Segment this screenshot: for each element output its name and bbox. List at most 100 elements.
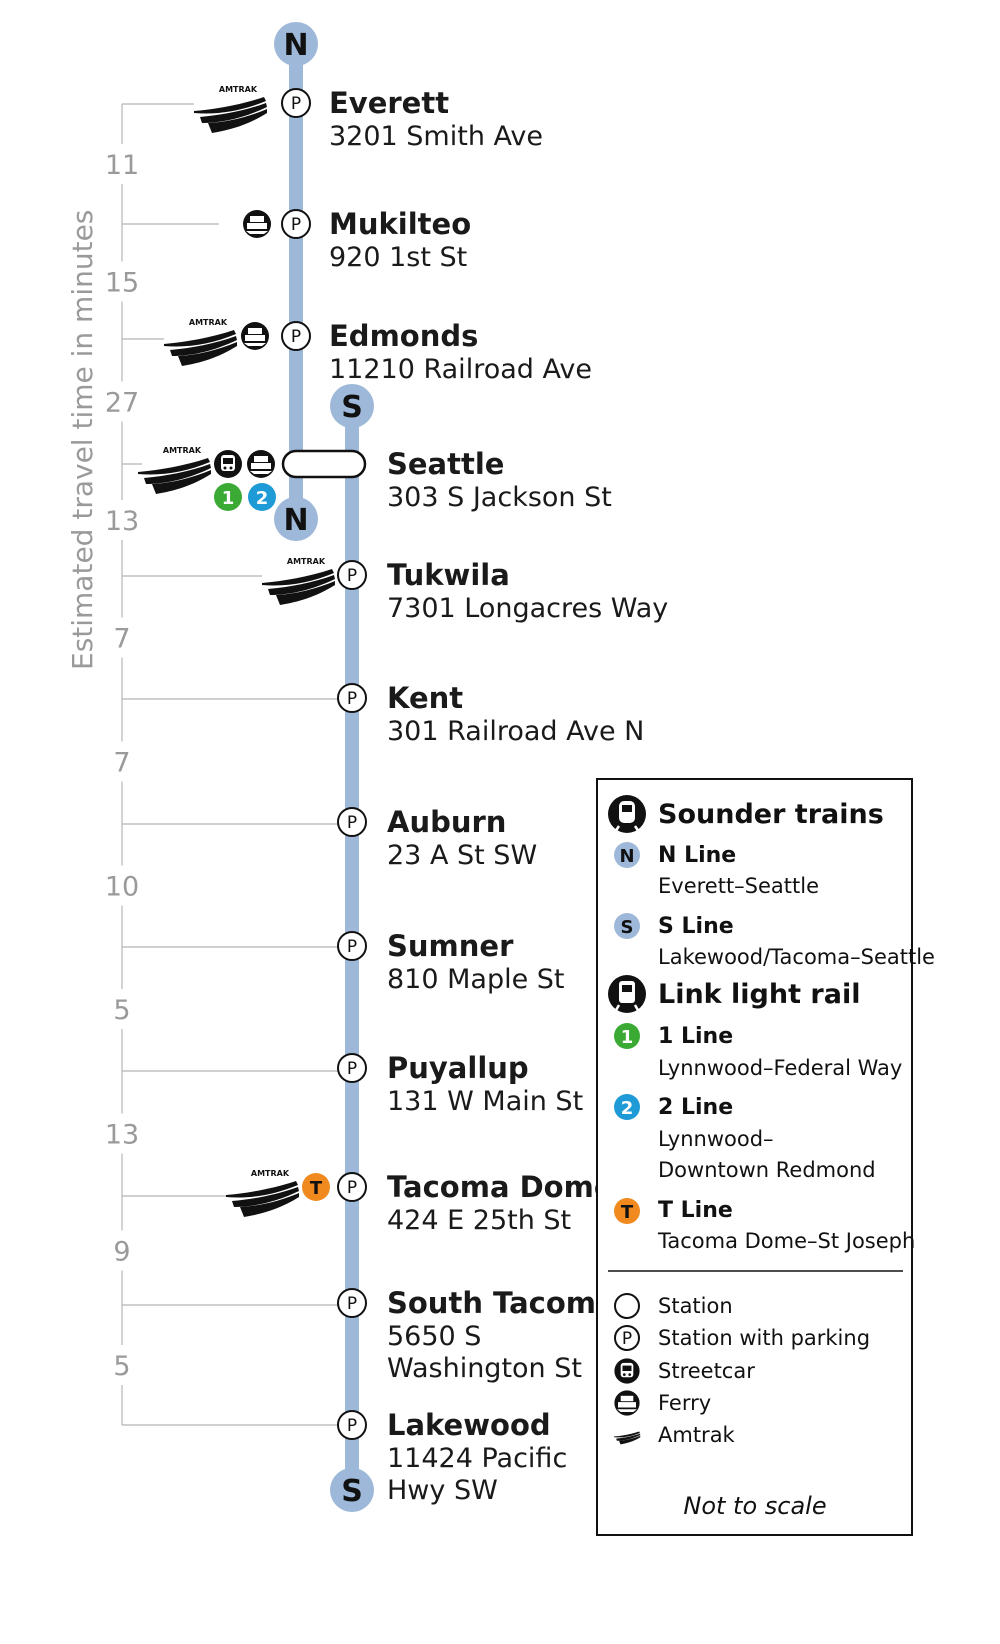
amtrak-wordmark: AMTRAK	[287, 557, 326, 566]
parking-letter: P	[291, 94, 301, 114]
svg-text:1: 1	[621, 1027, 634, 1048]
svg-text:T: T	[621, 1202, 634, 1223]
amtrak-wordmark: AMTRAK	[219, 85, 258, 94]
station-name: Mukilteo	[329, 207, 471, 241]
parking-letter: P	[347, 1059, 357, 1079]
station-name: Edmonds	[329, 319, 478, 353]
s-line-badge-bottom: S	[330, 1468, 374, 1512]
svg-text:S: S	[341, 390, 363, 425]
s-line-badge-top: S	[330, 384, 374, 428]
station-address: 23 A St SW	[387, 840, 537, 871]
travel-time-value: 7	[113, 748, 130, 779]
travel-time-value: 10	[105, 872, 139, 903]
n-line-badge-top: N	[274, 22, 318, 66]
t-line-badge-label: T	[310, 1178, 323, 1199]
travel-time-value: 13	[105, 506, 139, 537]
parking-letter: P	[291, 327, 301, 347]
ferry-icon	[247, 450, 275, 478]
parking-station-marker	[337, 1410, 367, 1440]
line-2-badge	[248, 483, 276, 511]
station-address: 301 Railroad Ave N	[387, 716, 644, 747]
parking-letter: P	[291, 215, 301, 235]
ferry-icon	[241, 322, 269, 350]
line-2-badge-label: 2	[256, 488, 269, 509]
station-name: Lakewood	[387, 1408, 551, 1442]
station-address: 5650 S	[387, 1321, 481, 1352]
amtrak-wordmark: AMTRAK	[163, 446, 202, 455]
station-address: Hwy SW	[387, 1475, 498, 1506]
parking-station-marker	[337, 1172, 367, 1202]
ferry-icon	[243, 210, 271, 238]
parking-letter: P	[347, 937, 357, 957]
station-address: 424 E 25th St	[387, 1205, 571, 1236]
amtrak-icon: AMTRAK	[138, 446, 211, 494]
station-name: Tacoma Dome	[387, 1170, 614, 1204]
legend-box	[596, 778, 913, 1536]
parking-letter: P	[347, 1178, 357, 1198]
legend-2-line-label: 2 Line	[658, 1095, 733, 1120]
station-address: Washington St	[387, 1353, 582, 1384]
travel-time-value: 7	[113, 624, 130, 655]
parking-station-marker	[337, 683, 367, 713]
legend-streetcar-label: Streetcar	[658, 1359, 755, 1383]
legend-t-line-label: T Line	[658, 1198, 733, 1223]
parking-station-marker	[281, 209, 311, 239]
station-address: 131 W Main St	[387, 1086, 583, 1117]
legend-n-badge: N	[614, 842, 640, 868]
legend-t-line-badge: T	[614, 1198, 640, 1224]
station-name: Puyallup	[387, 1051, 529, 1085]
parking-station-marker	[337, 1288, 367, 1318]
parking-station-marker	[337, 560, 367, 590]
legend-s-badge: S	[614, 913, 640, 939]
station-address: 11424 Pacific	[387, 1443, 567, 1474]
legend-2-line-desc-2: Downtown Redmond	[658, 1158, 876, 1182]
station-address: 11210 Railroad Ave	[329, 354, 592, 385]
amtrak-wordmark: AMTRAK	[189, 318, 228, 327]
n-line-track	[289, 44, 303, 519]
station-symbol-icon	[614, 1293, 640, 1319]
station-address: 810 Maple St	[387, 964, 565, 995]
sounder-train-icon	[608, 795, 646, 833]
legend-station-label: Station	[658, 1294, 733, 1318]
station-address: 920 1st St	[329, 242, 467, 273]
parking-station-marker	[281, 88, 311, 118]
travel-time-value: 5	[113, 1351, 130, 1382]
legend: Sounder trains N N Line Everett–Seattle …	[596, 778, 935, 1536]
amtrak-wordmark: AMTRAK	[251, 1169, 290, 1178]
amtrak-icon: AMTRAK	[262, 557, 335, 605]
travel-time-value: 13	[105, 1120, 139, 1151]
legend-2-line-badge: 2	[614, 1094, 640, 1120]
station-name: Seattle	[387, 447, 504, 481]
legend-sounder-title: Sounder trains	[658, 799, 884, 830]
legend-n-line-label: N Line	[658, 843, 736, 868]
parking-letter: P	[347, 1294, 357, 1314]
streetcar-icon	[214, 450, 242, 478]
legend-n-line-desc: Everett–Seattle	[658, 874, 819, 898]
line-1-badge	[214, 483, 242, 511]
seattle-transfer-station	[281, 449, 367, 479]
line-1-badge-label: 1	[222, 488, 235, 509]
legend-parking-label: Station with parking	[658, 1326, 870, 1350]
t-line-badge	[302, 1173, 330, 1201]
legend-1-line-badge: 1	[614, 1023, 640, 1049]
parking-station-marker	[337, 1053, 367, 1083]
travel-time-value: 5	[113, 995, 130, 1026]
legend-s-line-label: S Line	[658, 914, 734, 939]
parking-letter: P	[347, 689, 357, 709]
legend-amtrak-label: Amtrak	[658, 1423, 736, 1447]
travel-time-axis-title: Estimated travel time in minutes	[66, 210, 99, 670]
travel-time-value: 9	[113, 1237, 130, 1268]
station-name: Everett	[329, 86, 449, 120]
